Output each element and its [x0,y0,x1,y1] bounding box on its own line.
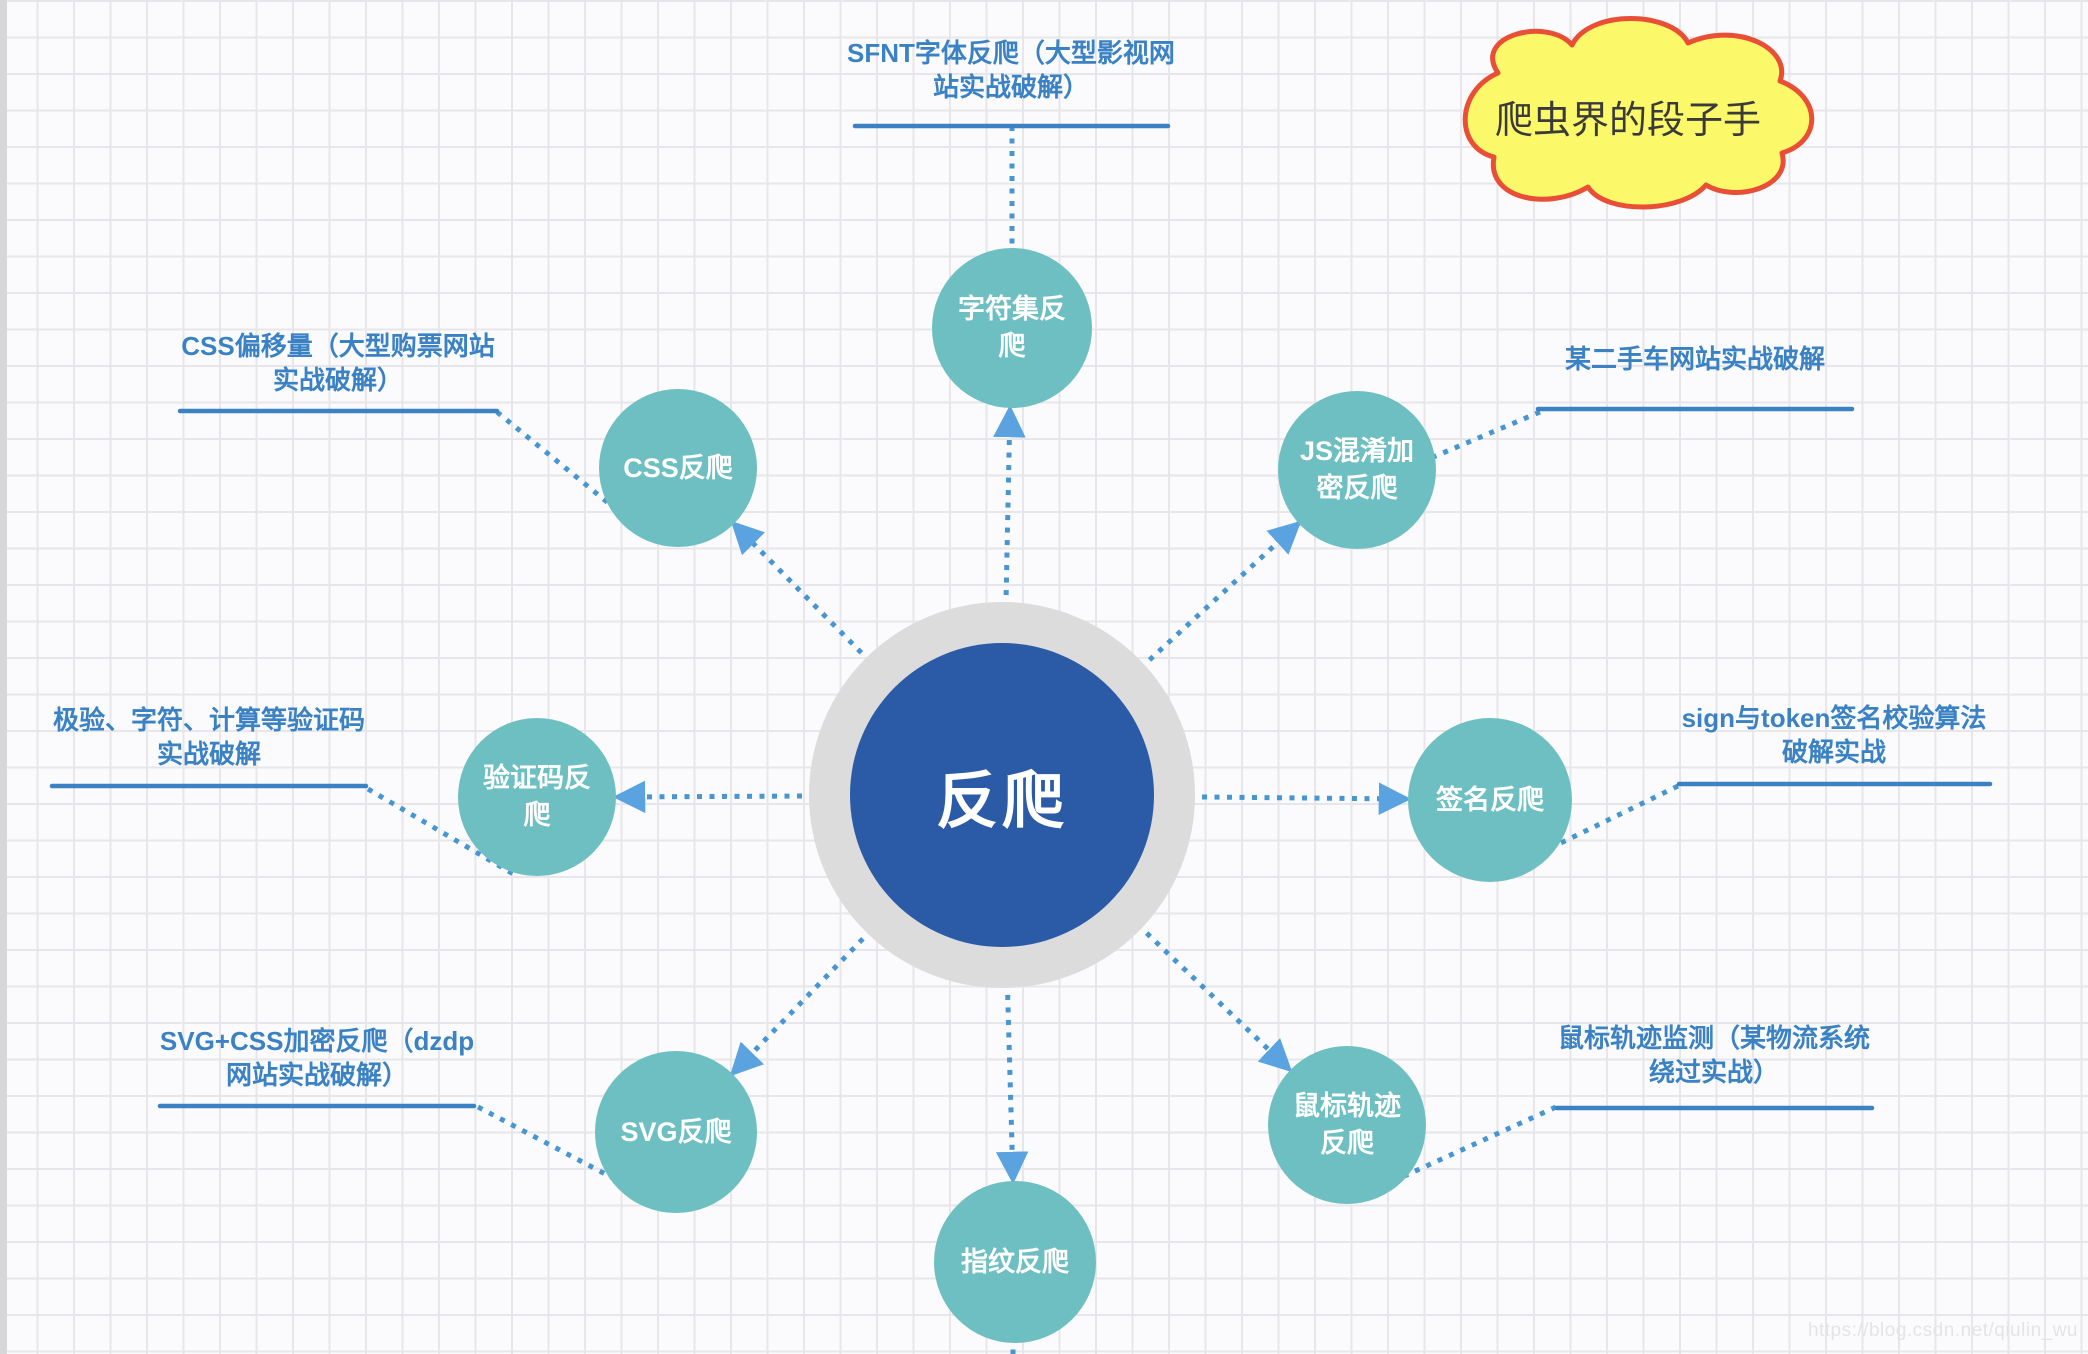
node-fingerprint-anti-crawl[interactable]: 指纹反爬 [934,1181,1096,1343]
center-node-ring: 反爬 [809,602,1195,988]
annotation-css-offset[interactable]: CSS偏移量（大型购票网站 实战破解） [181,331,495,395]
center-node-anti-crawl[interactable]: 反爬 [850,643,1154,947]
node-captcha-anti-crawl[interactable]: 验证码反 爬 [458,718,616,876]
canvas-left-edge [0,0,7,1354]
node-label: 字符集反 爬 [958,294,1066,361]
link-svg-annotation [476,1104,632,1190]
annotation-used-car-site[interactable]: 某二手车网站实战破解 [1564,344,1825,374]
node-label: JS混淆加 密反爬 [1299,436,1415,503]
cloud-outline [1462,16,1815,210]
node-css-anti-crawl[interactable]: CSS反爬 [599,389,757,547]
node-label: CSS反爬 [623,452,733,483]
node-label: 鼠标轨迹 反爬 [1293,1091,1401,1158]
node-signature-anti-crawl[interactable]: 签名反爬 [1408,718,1572,882]
annotation-mouse-track-monitor[interactable]: 鼠标轨迹监测（某物流系统 绕过实战） [1557,1023,1870,1087]
link-sign-annotation [1528,783,1680,861]
link-mouse-annotation [1398,1104,1558,1181]
node-svg-anti-crawl[interactable]: SVG反爬 [595,1051,757,1213]
node-charset-anti-crawl[interactable]: 字符集反 爬 [932,248,1092,408]
node-label: 签名反爬 [1436,784,1544,815]
annotation-sfnt-font[interactable]: SFNT字体反爬（大型影视网 站实战破解） [847,38,1175,102]
center-node-label: 反爬 [935,767,1068,836]
node-label: 验证码反 爬 [483,763,591,830]
cloud-label: 爬虫界的段子手 [1495,100,1761,142]
cloud-shape: 爬虫界的段子手 [1462,16,1815,210]
node-mouse-track-anti-crawl[interactable]: 鼠标轨迹 反爬 [1268,1046,1426,1204]
arrow-center-to-sign [1001,782,1412,815]
node-js-obfuscation-anti-crawl[interactable]: JS混淆加 密反爬 [1278,391,1436,549]
watermark-url: https://blog.csdn.net/qiulin_wu [1807,1320,2078,1341]
annotation-svg-css-encrypt[interactable]: SVG+CSS加密反爬（dzdp 网站实战破解） [159,1026,475,1090]
cloud-callout[interactable]: 爬虫界的段子手 [1420,15,1840,220]
annotation-sign-token[interactable]: sign与token签名校验算法 破解实战 [1681,703,1987,767]
node-label: SVG反爬 [620,1116,732,1147]
node-label: 指纹反爬 [961,1246,1069,1277]
annotation-captcha-types[interactable]: 极验、字符、计算等验证码 实战破解 [52,705,365,769]
